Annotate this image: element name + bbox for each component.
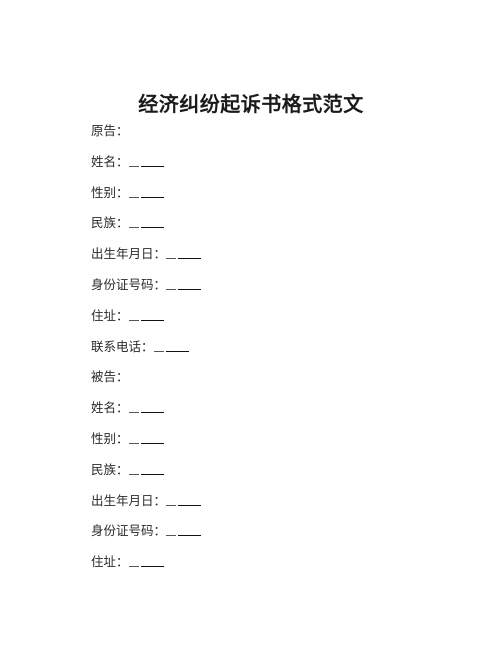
fill-in-blank xyxy=(128,463,165,475)
fill-in-blank xyxy=(128,186,165,198)
field-label: 出生年月日： xyxy=(91,492,167,508)
fill-in-blank xyxy=(128,555,165,568)
fill-in-blank xyxy=(128,309,165,321)
fill-in-blank xyxy=(166,524,202,537)
field-label: 出生年月日： xyxy=(91,246,167,262)
field-label: 联系电话： xyxy=(91,338,154,354)
field-label: 住址： xyxy=(91,307,129,323)
fill-in-blank xyxy=(166,278,202,290)
plaintiff-address-line: 住址： xyxy=(91,308,202,339)
field-label: 住址： xyxy=(91,554,129,570)
fill-in-blank xyxy=(128,432,165,444)
plaintiff-id-number-line: 身份证号码： xyxy=(91,277,202,308)
document-title: 经济纠纷起诉书格式范文 xyxy=(138,92,364,116)
fill-in-blank xyxy=(166,247,202,260)
defendant-gender-line: 性别： xyxy=(91,431,202,462)
field-label: 性别： xyxy=(91,430,129,446)
document-body: 原告： 姓名： 性别： 民族： 出生年月日： 身份证号码： 住址： 联系电话： … xyxy=(91,123,202,585)
field-label: 姓名： xyxy=(91,400,129,416)
field-label: 性别： xyxy=(91,184,129,200)
defendant-name-line: 姓名： xyxy=(91,400,202,431)
field-label: 姓名： xyxy=(91,153,129,169)
field-label: 身份证号码： xyxy=(91,523,167,539)
plaintiff-ethnicity-line: 民族： xyxy=(91,215,202,246)
field-label: 民族： xyxy=(91,461,129,477)
defendant-address-line: 住址： xyxy=(91,554,202,585)
defendant-ethnicity-line: 民族： xyxy=(91,462,202,493)
fill-in-blank xyxy=(128,155,165,167)
fill-in-blank xyxy=(128,216,165,229)
plaintiff-name-line: 姓名： xyxy=(91,154,202,185)
defendant-heading: 被告： xyxy=(91,369,129,385)
fill-in-blank xyxy=(166,494,202,506)
fill-in-blank xyxy=(153,340,190,352)
fill-in-blank xyxy=(128,401,165,414)
defendant-id-number-line: 身份证号码： xyxy=(91,523,202,554)
plaintiff-heading: 原告： xyxy=(91,123,129,138)
plaintiff-phone-line: 联系电话： xyxy=(91,339,202,370)
field-label: 民族： xyxy=(91,215,129,231)
plaintiff-gender-line: 性别： xyxy=(91,185,202,216)
defendant-birthdate-line: 出生年月日： xyxy=(91,493,202,524)
field-label: 身份证号码： xyxy=(91,276,167,292)
plaintiff-birthdate-line: 出生年月日： xyxy=(91,246,202,277)
